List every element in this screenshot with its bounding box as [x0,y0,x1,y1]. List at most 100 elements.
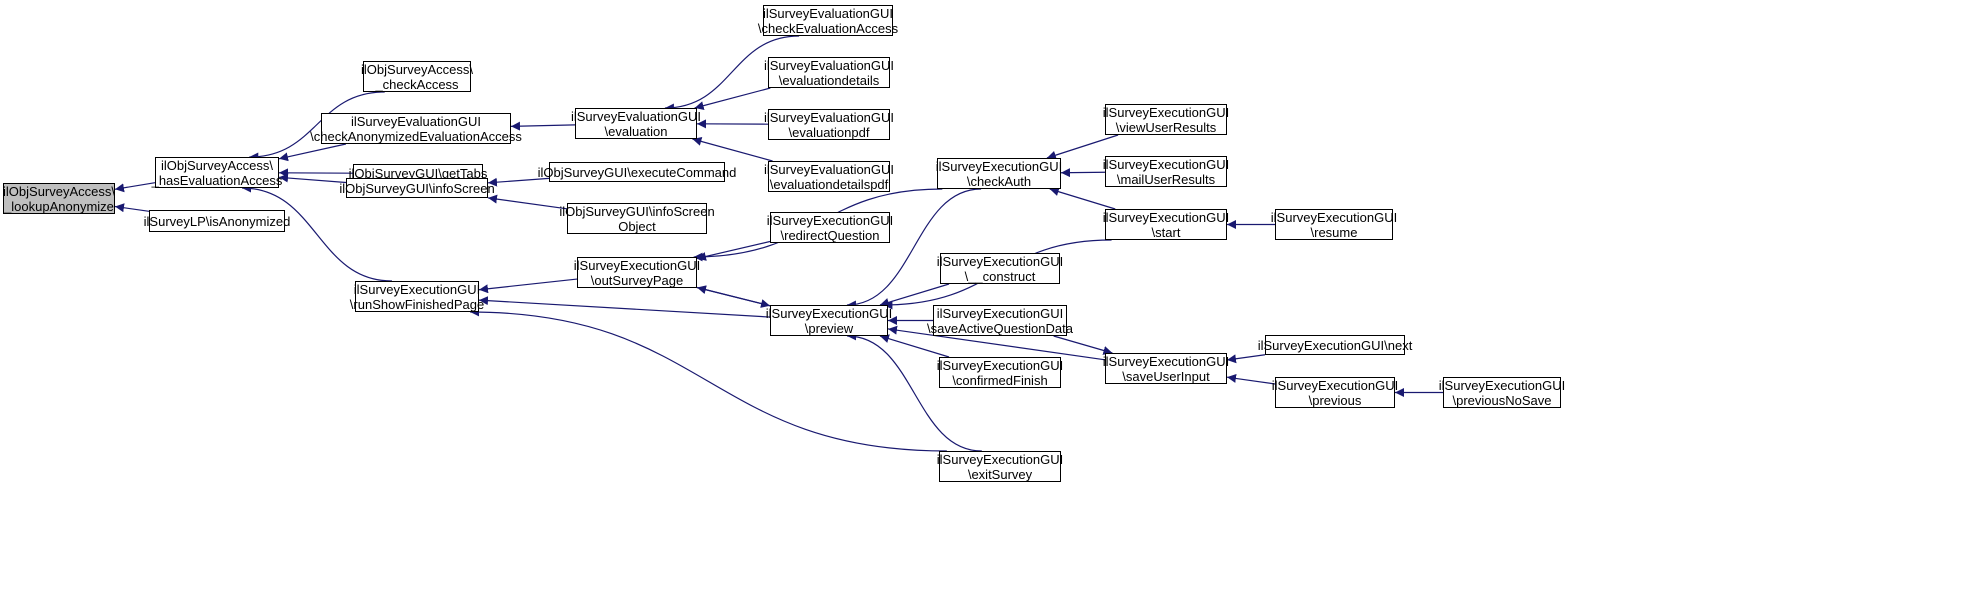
graph-node-n1[interactable]: ilObjSurveyAccess\_hasEvaluationAccess [152,157,282,188]
node-label-line: ilSurveyExecutionGUI [1438,377,1566,393]
node-label-line: \checkAuth [966,173,1032,189]
node-label-line: ilSurveyExecutionGUI [1102,156,1230,172]
node-label-line: ilSurveyExecutionGUI [1102,104,1230,120]
edge-n2-to-n0 [114,203,150,213]
node-label-line: _hasEvaluationAccess [151,172,283,188]
edge-n21-to-n12 [879,334,950,358]
edge-n3-to-n1 [249,91,385,162]
edge-n14-to-n8 [694,87,771,111]
edge-n12-to-n7 [478,296,771,318]
node-label-line: \redirectQuestion [780,227,880,243]
node-label-line: ilSurveyExecutionGUI [936,357,1064,373]
graph-node-n26[interactable]: ilSurveyExecutionGUI\saveUserInput [1102,353,1230,384]
graph-node-n21[interactable]: ilSurveyExecutionGUI\confirmedFinish [936,357,1064,388]
node-label-line: \__construct [964,268,1036,284]
edge-n11-to-n12 [696,286,771,308]
node-label-line: ilSurveyEvaluationGUI [350,113,482,129]
graph-node-n24[interactable]: ilSurveyExecutionGUI\mailUserResults [1102,156,1230,187]
edge-n19-to-n12 [879,283,950,307]
edge-n9-to-n6 [487,177,550,187]
edge-n28-to-n26 [1226,354,1266,364]
edge-n17-to-n11 [696,240,771,261]
graph-node-n30[interactable]: ilSurveyExecutionGUI\previousNoSave [1439,377,1565,408]
graph-node-n14[interactable]: ilSurveyEvaluationGUI\evaluationdetails [764,57,894,88]
graph-node-n22[interactable]: ilSurveyExecutionGUI\exitSurvey [936,451,1064,482]
node-label-line: _lookupAnonymize [4,198,114,214]
edge-n4-to-n1 [278,143,347,162]
graph-node-n9[interactable]: ilObjSurveyGUI\executeCommand [538,162,736,182]
graph-node-n8[interactable]: ilSurveyEvaluationGUI\evaluation [571,108,701,139]
edge-n23-to-n18 [1046,134,1119,160]
node-label-line: ilSurveyExecutionGUI [765,305,893,321]
node-label-line: ilSurveyExecutionGUI [935,158,1063,174]
edge-n26-to-n12 [887,325,1106,361]
graph-node-n12[interactable]: ilSurveyExecutionGUI\preview [766,305,892,336]
graph-node-n25[interactable]: ilSurveyExecutionGUI\start [1102,209,1230,240]
node-label-line: ilSurveyExecutionGUI [936,253,1064,269]
edge-n18-to-n12 [846,188,982,310]
node-label-line: ilSurveyExecutionGUI [1271,377,1399,393]
node-label-line: ilObjSurveyAccess\ [161,157,273,173]
graph-node-n6[interactable]: ilObjSurveyGUI\infoScreen [339,178,495,198]
node-label-line: ilSurveyExecutionGUI [353,281,481,297]
edge-n11-to-n7 [478,278,578,294]
node-label-line: \saveUserInput [1122,368,1210,384]
node-label-line: \runShowFinishedPage [349,296,485,312]
node-label-line: \confirmedFinish [952,372,1048,388]
edge-n24-to-n18 [1060,168,1106,178]
edge-n22-to-n7 [470,307,947,452]
node-label-line: \start [1151,224,1181,240]
graph-node-n15[interactable]: ilSurveyEvaluationGUI\evaluationpdf [764,109,894,140]
node-label-line: ilSurveyExecutionGUI [1270,209,1398,225]
node-label-line: \outSurveyPage [590,272,684,288]
node-label-line: ilSurveyExecutionGUI [936,305,1064,321]
node-label-line: \preview [804,320,854,336]
node-label-line: Object [618,218,656,234]
node-label-line: ilObjSurveyGUI\infoScreen [339,180,495,196]
graph-node-n28[interactable]: ilSurveyExecutionGUI\next [1258,335,1412,355]
graph-node-n13[interactable]: ilSurveyEvaluationGUI\checkEvaluationAcc… [758,5,898,36]
graph-node-n17[interactable]: ilSurveyExecutionGUI\redirectQuestion [766,212,894,243]
node-label-line: ilSurveyExecutionGUI\next [1257,337,1413,353]
graph-node-n29[interactable]: ilSurveyExecutionGUI\previous [1271,377,1399,408]
graph-node-n20[interactable]: ilSurveyExecutionGUI\saveActiveQuestionD… [927,305,1073,336]
edge-n1-to-n0 [114,182,156,193]
node-label-line: \evaluationpdf [788,124,870,140]
edge-n29-to-n26 [1226,373,1276,385]
graph-node-n0[interactable]: ilObjSurveyAccess\_lookupAnonymize [3,183,115,214]
graph-node-n18[interactable]: ilSurveyExecutionGUI\checkAuth [935,158,1063,189]
node-label-line: \previous [1308,392,1362,408]
graph-node-n7[interactable]: ilSurveyExecutionGUI\runShowFinishedPage [350,281,484,312]
edge-n16-to-n8 [692,137,773,162]
node-label-line: \resume [1310,224,1358,240]
graph-node-n3[interactable]: ilObjSurveyAccess\_checkAccess [361,61,473,92]
edge-n10-to-n6 [487,194,568,210]
node-label-line: ilSurveyExecutionGUI [1102,353,1230,369]
node-label-line: \saveActiveQuestionData [927,320,1073,336]
graph-node-n2[interactable]: ilSurveyLP\isAnonymized [144,210,290,232]
edge-n22-to-n12 [847,331,982,452]
node-label-line: ilSurveyEvaluationGUI [763,109,895,125]
graph-node-n27[interactable]: ilSurveyExecutionGUI\resume [1271,209,1397,240]
node-label-line: ilSurveyExecutionGUI [766,212,894,228]
node-label-line: \mailUserResults [1116,171,1216,187]
edge-n25-to-n18 [1049,187,1116,210]
graph-node-n23[interactable]: ilSurveyExecutionGUI\viewUserResults [1102,104,1230,135]
node-label-line: \checkAnonymizedEvaluationAccess [310,128,522,144]
node-label-line: _checkAccess [375,76,459,92]
graph-node-n19[interactable]: ilSurveyExecutionGUI\__construct [936,253,1064,284]
graph-node-n4[interactable]: ilSurveyEvaluationGUI\checkAnonymizedEva… [310,113,522,144]
node-label-line: ilSurveyLP\isAnonymized [143,213,291,229]
node-label-line: ilSurveyExecutionGUI [1102,209,1230,225]
graph-node-n11[interactable]: ilSurveyExecutionGUI\outSurveyPage [573,257,701,288]
node-label-line: \viewUserResults [1115,119,1217,135]
node-label-line: ilObjSurveyAccess\ [361,61,473,77]
graph-node-n16[interactable]: ilSurveyEvaluationGUI\evaluationdetailsp… [764,161,894,192]
node-label-line: ilSurveyExecutionGUI [573,257,701,273]
node-label-line: \evaluation [604,123,668,139]
node-label-line: ilSurveyExecutionGUI [936,451,1064,467]
node-label-line: \exitSurvey [967,466,1033,482]
node-label-line: ilSurveyEvaluationGUI [762,5,894,21]
